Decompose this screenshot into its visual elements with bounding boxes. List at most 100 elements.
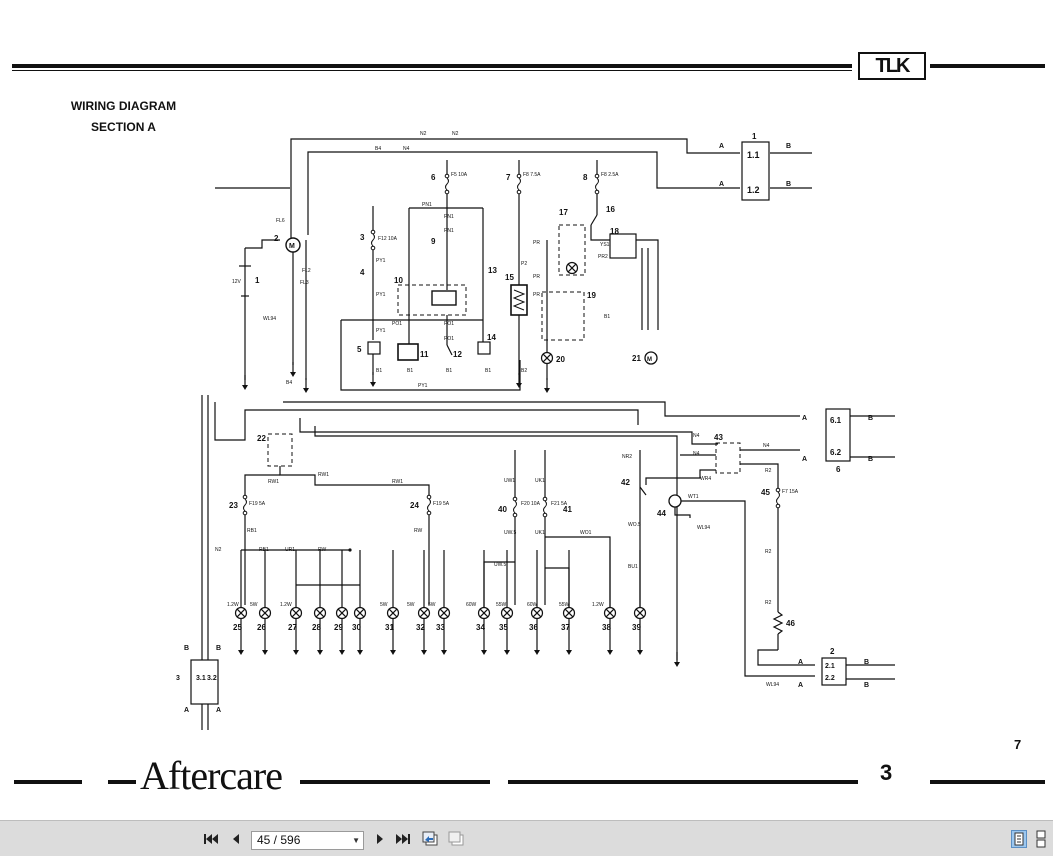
- single-page-view-icon[interactable]: [1011, 830, 1027, 848]
- lamp-cross: [337, 608, 347, 618]
- switch-17-box: [558, 224, 586, 276]
- header-rule-right: [930, 64, 1045, 68]
- wire-label: FL3: [300, 280, 309, 286]
- wire-label: UR1: [285, 547, 295, 553]
- ground-icon: [238, 650, 244, 655]
- fuse-terminal: [370, 245, 376, 251]
- connector-label: 6.1: [830, 416, 842, 425]
- port-label: A: [802, 415, 807, 422]
- chevron-down-icon: ▼: [352, 836, 360, 845]
- wire-label: 5W: [250, 602, 258, 608]
- connector-2: [821, 657, 847, 686]
- wire: [740, 463, 779, 485]
- fuse-icon: [543, 500, 547, 514]
- wire-label: 5W: [407, 602, 415, 608]
- port-label: B: [864, 682, 869, 689]
- ground-icon: [262, 650, 268, 655]
- fuse-icon: [513, 500, 517, 514]
- component-label: 32: [416, 623, 425, 632]
- wire-label: RW: [318, 547, 327, 553]
- bus-wire: [214, 402, 639, 441]
- port-label: B: [868, 456, 873, 463]
- port-label: A: [216, 707, 221, 714]
- first-page-icon[interactable]: [201, 829, 221, 849]
- go-forward-icon[interactable]: [446, 829, 466, 849]
- go-back-icon[interactable]: [420, 829, 440, 849]
- port-label: A: [719, 143, 724, 150]
- page-number: 7: [1014, 737, 1022, 752]
- wire-label: N4: [403, 146, 410, 152]
- connector-label: 1.2: [747, 185, 760, 195]
- component-label: 11: [420, 350, 429, 359]
- fuse-icon: [427, 498, 431, 512]
- wire-label: F12 10A: [378, 236, 398, 242]
- ground-icon: [607, 650, 613, 655]
- switch-43-box: [715, 442, 741, 474]
- component-label: 6: [836, 465, 841, 474]
- connector-label: 6.2: [830, 448, 842, 457]
- wire-label: 60W: [527, 602, 538, 608]
- ground-icon: [303, 388, 309, 393]
- wire: [545, 536, 611, 607]
- wire-label: RW1: [392, 479, 403, 485]
- last-page-icon[interactable]: [393, 829, 413, 849]
- ground-icon: [566, 650, 572, 655]
- wire-label: N4: [693, 451, 700, 457]
- bus-wire: [314, 426, 678, 656]
- port-label: B: [184, 645, 189, 652]
- title-line-2: SECTION A: [91, 120, 156, 134]
- component-label: 41: [563, 505, 572, 514]
- component-label: 25: [233, 623, 242, 632]
- footer-rule-3: [300, 780, 490, 784]
- wire-label: WR4: [700, 476, 711, 482]
- document-title: WIRING DIAGRAM SECTION A: [66, 96, 181, 138]
- wire: [545, 567, 570, 607]
- connector-6: [825, 408, 851, 462]
- ground-icon: [504, 650, 510, 655]
- wire-label: F8 7.5A: [523, 172, 541, 178]
- fuse-terminal: [516, 189, 522, 195]
- switch-icon: [639, 486, 647, 496]
- fuse-terminal: [426, 494, 432, 500]
- ground-icon: [516, 383, 522, 388]
- wire-label: PO1: [444, 336, 454, 342]
- wire-label: 1.2W: [227, 602, 239, 608]
- component-label: 39: [632, 623, 641, 632]
- component-label: 37: [561, 623, 570, 632]
- ground-icon: [441, 650, 447, 655]
- fuse-terminal: [516, 173, 522, 179]
- ground-icon: [290, 372, 296, 377]
- fuse-terminal: [775, 503, 781, 509]
- lamp-cross: [567, 263, 577, 273]
- fuse-terminal: [370, 229, 376, 235]
- wire-label: B1: [485, 368, 491, 374]
- relay-coil-icon: [431, 290, 457, 306]
- switch-19-box: [541, 291, 585, 341]
- wire-label: B1: [604, 314, 610, 320]
- lamp-cross: [291, 608, 301, 618]
- heater-coil: [512, 289, 526, 311]
- component-label: 15: [505, 273, 514, 282]
- fuse-terminal: [444, 189, 450, 195]
- fuse-terminal: [242, 510, 248, 516]
- wire-label: B2: [521, 368, 527, 374]
- lamp-cross: [419, 608, 429, 618]
- continuous-view-icon[interactable]: [1034, 830, 1050, 848]
- component-label: 21: [632, 354, 641, 363]
- previous-page-icon[interactable]: [226, 829, 246, 849]
- switch-icon: [590, 214, 598, 226]
- component-label: 6: [431, 173, 436, 182]
- fuse-icon: [776, 491, 780, 505]
- switch-22-box: [267, 433, 293, 467]
- fuse-icon: [243, 498, 247, 512]
- next-page-icon[interactable]: [370, 829, 390, 849]
- fuse-terminal: [512, 512, 518, 518]
- wire: [636, 239, 659, 330]
- lamp-cross: [635, 608, 645, 618]
- wire-label: FL2: [302, 268, 311, 274]
- wire-label: N2: [452, 131, 459, 137]
- page-number-select[interactable]: 45 / 596 ▼: [251, 831, 364, 850]
- wire: [279, 466, 430, 495]
